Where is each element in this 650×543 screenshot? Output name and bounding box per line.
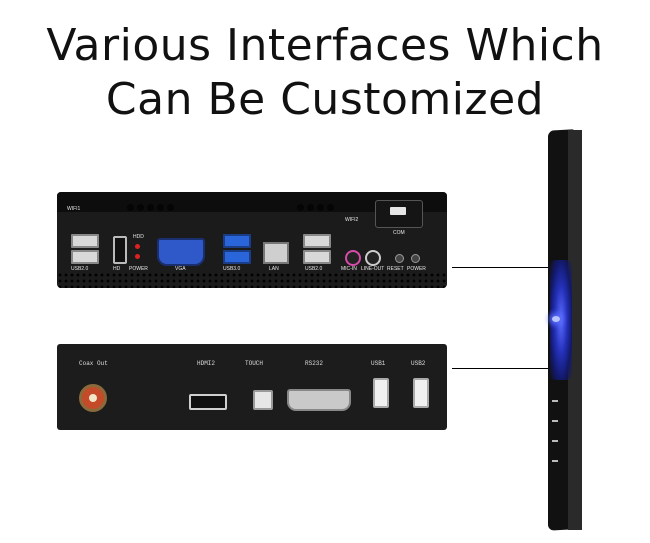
- vent-hole: [297, 204, 304, 211]
- label-reset: RESET: [387, 266, 404, 272]
- label-lan: LAN: [269, 266, 279, 272]
- rs232-port: [287, 389, 351, 411]
- pointer-line-bottom: [452, 368, 548, 369]
- label-power: POWER: [129, 266, 148, 272]
- lan-port: [263, 242, 289, 264]
- vent-hole: [317, 204, 324, 211]
- label-usb1: USB1: [371, 360, 386, 367]
- label-mic-in: MIC-IN: [341, 266, 357, 272]
- label-usb20-right: USB2.0: [305, 266, 323, 272]
- mic-in-jack: [345, 250, 361, 266]
- label-usb30: USB3.0: [223, 266, 241, 272]
- display-bevel: [568, 130, 582, 530]
- label-hd: HD: [113, 266, 121, 272]
- display-side-view: [538, 129, 590, 531]
- vent-hole: [147, 204, 154, 211]
- usb30-port-2: [223, 250, 251, 264]
- label-rs232: RS232: [305, 360, 324, 367]
- line-out-jack: [365, 250, 381, 266]
- vent-hole: [137, 204, 144, 211]
- hdmi2-port: [189, 394, 227, 410]
- bottom-interface-panel: Coax Out HDMI2 TOUCH RS232 USB1 USB2: [57, 344, 447, 430]
- usb30-port-1: [223, 234, 251, 248]
- usb2-port: [413, 378, 429, 408]
- touch-usb-b-port: [253, 390, 273, 410]
- usb20-port-left-2: [71, 250, 99, 264]
- blue-glow: [550, 260, 572, 380]
- vent-hole: [167, 204, 174, 211]
- label-usb2: USB2: [411, 360, 426, 367]
- reset-button: [395, 254, 404, 263]
- indicator-light: [552, 316, 560, 322]
- usb1-port: [373, 378, 389, 408]
- vent-hole: [157, 204, 164, 211]
- hdd-led: [135, 244, 140, 249]
- power-button: [411, 254, 420, 263]
- label-power-2: POWER: [407, 266, 426, 272]
- label-usb20-left: USB2.0: [71, 266, 89, 272]
- usb20-port-right-1: [303, 234, 331, 248]
- com-slot: [390, 207, 406, 215]
- side-port-mark: [552, 420, 558, 422]
- label-vga: VGA: [175, 266, 186, 272]
- power-led: [135, 254, 140, 259]
- com-port-cover: [375, 200, 423, 228]
- vent-hole: [327, 204, 334, 211]
- side-port-mark: [552, 400, 558, 402]
- vga-port: [157, 238, 205, 266]
- vent-strip: [57, 192, 447, 212]
- label-com: COM: [393, 230, 405, 236]
- side-port-mark: [552, 440, 558, 442]
- label-wifi1: WIFI1: [67, 206, 81, 212]
- label-touch: TOUCH: [245, 360, 264, 367]
- vent-hole: [307, 204, 314, 211]
- usb20-port-right-2: [303, 250, 331, 264]
- title-line-2: Can Be Customized: [105, 74, 545, 125]
- pointer-line-top: [452, 267, 548, 268]
- label-hdd: HDD: [133, 234, 144, 240]
- hdmi-port: [113, 236, 127, 264]
- vent-dots: [57, 272, 447, 288]
- side-port-mark: [552, 460, 558, 462]
- title-line-1: Various Interfaces Which: [46, 20, 604, 71]
- label-hdmi2: HDMI2: [197, 360, 216, 367]
- vent-hole: [127, 204, 134, 211]
- label-line-out: LINE-OUT: [361, 266, 385, 272]
- usb20-port-left-1: [71, 234, 99, 248]
- top-interface-panel: WIFI1 WIFI2 USB2.0 HD HDD POWER VGA USB3…: [57, 192, 447, 288]
- label-coax-out: Coax Out: [79, 360, 108, 367]
- coax-out-port: [79, 384, 107, 412]
- label-wifi2: WIFI2: [345, 217, 359, 223]
